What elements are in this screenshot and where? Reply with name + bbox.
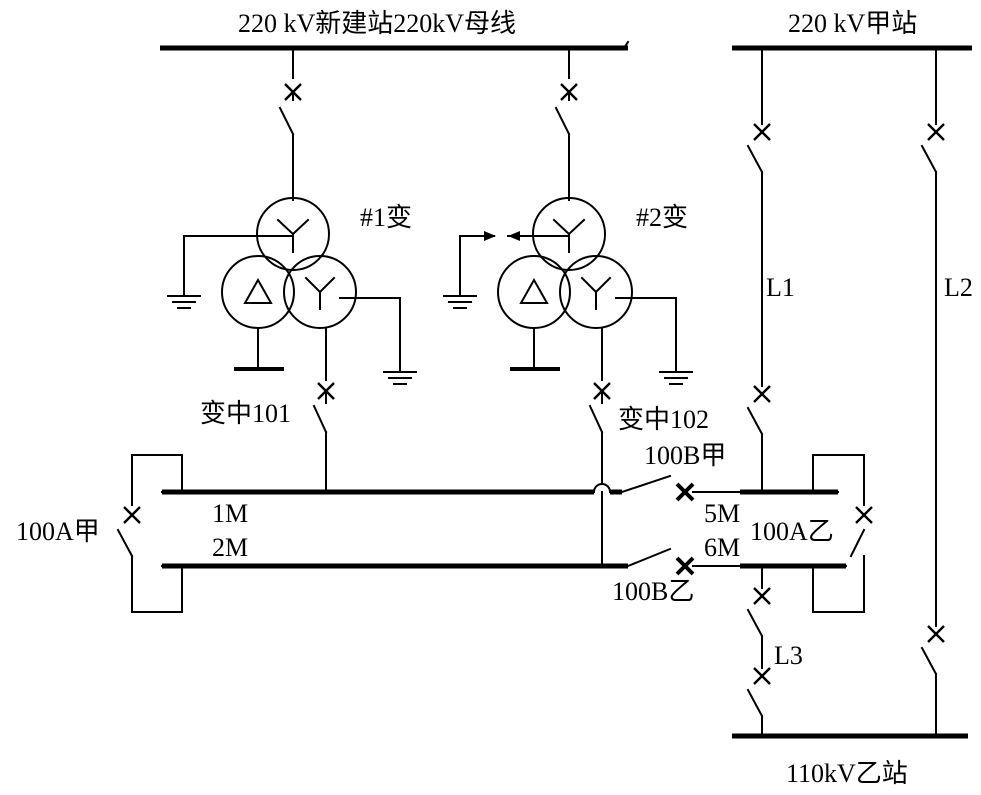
cb-100a-yi [812, 454, 873, 613]
bus-jia-220kv-label: 220 kV甲站 [788, 9, 917, 38]
transformer-2-label: #2变 [636, 203, 688, 232]
cb-102 [588, 327, 612, 567]
bus-yi-110kv-label: 110kV乙站 [786, 759, 908, 788]
cb-100b-yi-label: 100B乙 [612, 577, 694, 606]
cb-100b-yi [626, 547, 741, 576]
cb-100a-jia-label: 100A甲 [16, 517, 100, 546]
bus-new-220kv [160, 40, 630, 51]
transformer-2 [497, 197, 633, 329]
transformer-1 [221, 197, 357, 329]
line-l1-label: L1 [766, 273, 795, 302]
cb-100a-yi-label: 100A乙 [750, 517, 834, 546]
line-l2 [920, 47, 945, 737]
t1-hv-feeder [278, 47, 302, 201]
bus-5m-label: 5M [704, 499, 740, 528]
cb-102-label: 变中102 [618, 405, 709, 434]
t2-neutral-grounding [443, 231, 693, 385]
line-l3-label: L3 [774, 641, 803, 670]
cb-100b-jia [620, 474, 741, 502]
line-l1 [746, 47, 771, 493]
line-l3 [746, 565, 771, 737]
cb-100b-jia-label: 100B甲 [644, 441, 726, 470]
cb-101 [312, 327, 335, 493]
bus-6m-label: 6M [704, 533, 740, 562]
line-l2-label: L2 [944, 273, 973, 302]
cb-101-label: 变中101 [200, 399, 291, 428]
cb-100a-jia [116, 454, 183, 613]
bus-1m-label: 1M [212, 499, 248, 528]
transformer-1-label: #1变 [360, 203, 412, 232]
t1-neutral-grounding [167, 235, 417, 385]
bus-2m-label: 2M [212, 533, 248, 562]
bus-new-220kv-label: 220 kV新建站220kV母线 [238, 9, 516, 38]
t2-hv-feeder [554, 47, 578, 201]
